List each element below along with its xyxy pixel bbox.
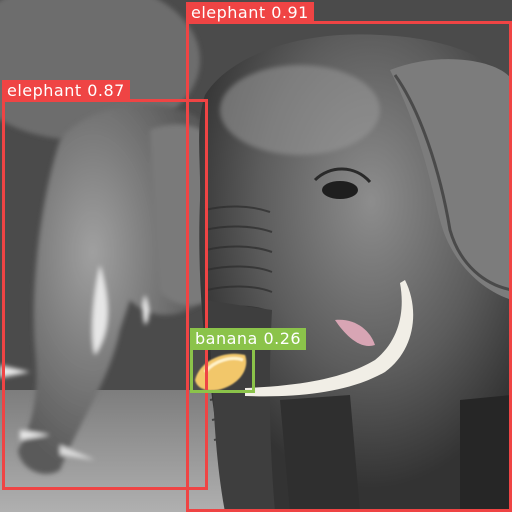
detection-box-elephant-2: elephant 0.87 — [2, 80, 208, 490]
detection-label-elephant-1: elephant 0.91 — [186, 2, 314, 24]
detection-label-elephant-2: elephant 0.87 — [2, 80, 130, 102]
detection-box-elephant-1: elephant 0.91 — [186, 2, 512, 512]
detection-box-banana: banana 0.26 — [190, 328, 307, 393]
detection-label-banana: banana 0.26 — [190, 328, 307, 350]
